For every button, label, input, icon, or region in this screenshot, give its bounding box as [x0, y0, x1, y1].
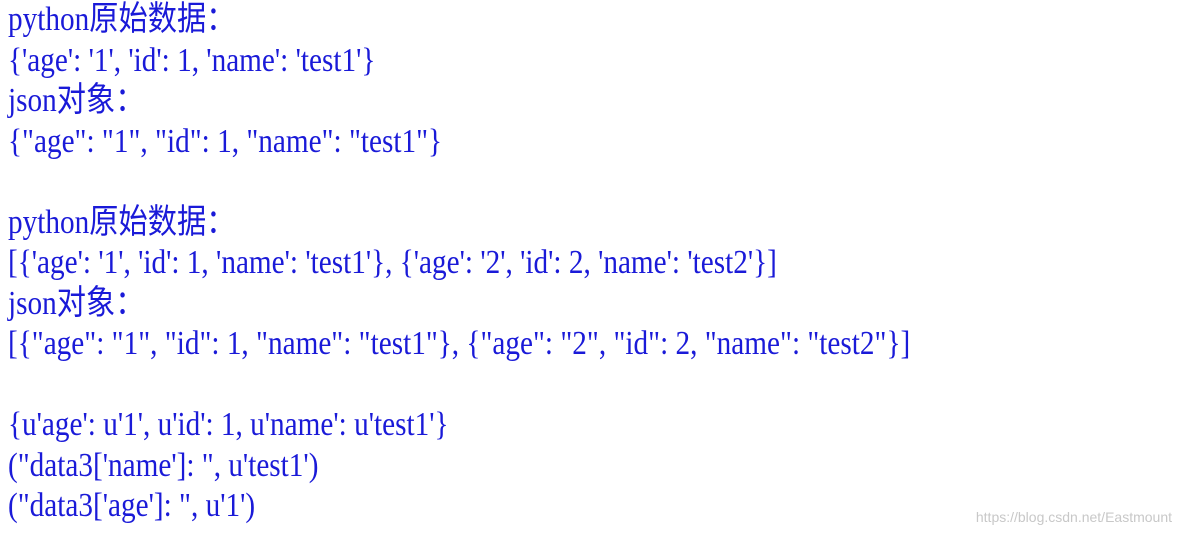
console-line-data3-name: ("data3['name']: ", u'test1')	[8, 446, 319, 484]
console-line-json-label-2: json对象：	[8, 284, 145, 322]
console-line-json-object-1: {"age": "1", "id": 1, "name": "test1"}	[8, 122, 443, 160]
console-line-python-label-2: python原始数据：	[8, 203, 236, 241]
console-line-python-list: [{'age': '1', 'id': 1, 'name': 'test1'},…	[8, 244, 777, 281]
console-line-unicode-dict: {u'age': u'1', u'id': 1, u'name': u'test…	[8, 406, 449, 443]
console-line-json-label-1: json对象：	[8, 82, 145, 119]
console-line-data3-age: ("data3['age']: ", u'1')	[8, 487, 256, 524]
console-line-python-dict-1: {'age': '1', 'id': 1, 'name': 'test1'}	[8, 41, 376, 79]
console-line-blank-2	[8, 365, 1014, 406]
console-line-json-array: [{"age": "1", "id": 1, "name": "test1"},…	[8, 325, 911, 362]
console-output: python原始数据： {'age': '1', 'id': 1, 'name'…	[8, 0, 1014, 527]
watermark-text: https://blog.csdn.net/Eastmount	[975, 509, 1172, 525]
console-line-blank-1	[8, 162, 1014, 203]
console-line-python-label-1: python原始数据：	[8, 1, 236, 38]
